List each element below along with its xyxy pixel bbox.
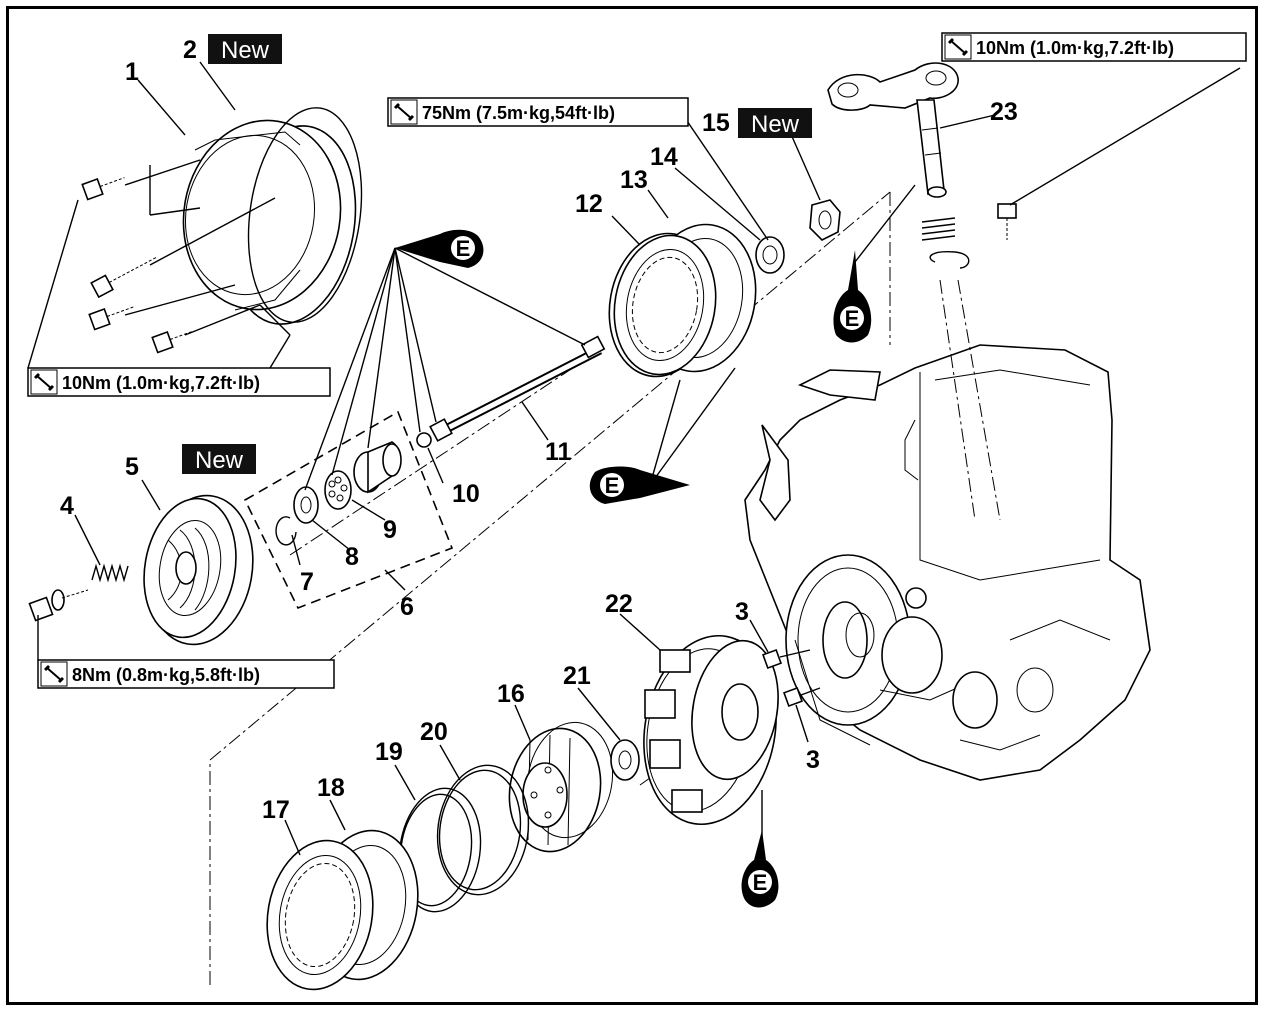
bearing	[324, 470, 352, 510]
clutch-spring	[91, 563, 129, 583]
new-badge-text-2: New	[221, 37, 270, 64]
label-5: 5	[125, 453, 139, 481]
oil-letter-3: E	[845, 306, 860, 331]
torque-cover-text: 10Nm (1.0m·kg,7.2ft·lb)	[62, 373, 260, 393]
part-number-labels: 1 2 3 3 4 5 6 7 8 9 10 11 12 13 14 15 16…	[60, 36, 1018, 824]
torque-spec-nut: 75Nm (7.5m·kg,54ft·lb)	[387, 97, 689, 127]
push-rod-2	[429, 335, 606, 442]
torque-nut-text: 75Nm (7.5m·kg,54ft·lb)	[422, 103, 615, 123]
oil-letter-1: E	[456, 236, 471, 261]
label-23: 23	[990, 98, 1018, 126]
label-22: 22	[605, 590, 633, 618]
washer	[293, 486, 319, 524]
label-13: 13	[620, 166, 648, 194]
label-18: 18	[317, 774, 345, 802]
label-10: 10	[452, 480, 480, 508]
new-badge-circlip: New	[182, 444, 256, 474]
label-7: 7	[300, 568, 314, 596]
gasket	[247, 107, 363, 323]
label-6: 6	[400, 593, 414, 621]
clutch-boss	[508, 721, 614, 853]
clutch-boss-nut	[755, 236, 785, 274]
label-21: 21	[563, 662, 591, 690]
torque-spec-shaft: 10Nm (1.0m·kg,7.2ft·lb)	[941, 32, 1247, 62]
label-1: 1	[125, 58, 139, 86]
label-14: 14	[650, 143, 678, 171]
push-lever-shaft	[827, 62, 959, 198]
push-rod-assembly-box	[243, 410, 454, 610]
engine-crankcase	[744, 344, 1151, 781]
shaft-circlip	[929, 250, 970, 269]
oil-symbol-housing: E	[741, 830, 779, 908]
shaft-bolt	[997, 203, 1017, 240]
oil-symbol-pushrod: E	[395, 229, 484, 268]
new-badge-gasket: New	[208, 34, 282, 64]
new-badge-lockwasher: New	[738, 108, 812, 138]
clutch-housing	[643, 634, 779, 826]
label-2: 2	[183, 36, 197, 64]
oil-letter-2: E	[605, 473, 620, 498]
label-19: 19	[375, 738, 403, 766]
leader-lines	[74, 61, 996, 856]
label-12: 12	[575, 190, 603, 218]
oil-leaders	[304, 67, 1241, 842]
label-3b: 3	[806, 746, 820, 774]
label-17: 17	[262, 796, 290, 824]
lock-washer	[809, 199, 841, 241]
shaft-spring	[921, 217, 956, 241]
new-badge-text-15: New	[751, 111, 800, 138]
oil-letter-4: E	[753, 870, 768, 895]
cover-bolts	[81, 177, 193, 354]
oil-symbol-plates: E	[589, 466, 690, 504]
label-20: 20	[420, 718, 448, 746]
label-9: 9	[383, 516, 397, 544]
torque-shaft-text: 10Nm (1.0m·kg,7.2ft·lb)	[976, 38, 1174, 58]
washer-21	[610, 739, 640, 781]
label-8: 8	[345, 543, 359, 571]
label-15: 15	[702, 109, 730, 137]
plain-washer	[436, 764, 530, 896]
clutch-spring-bolt	[28, 589, 89, 660]
label-16: 16	[497, 680, 525, 708]
torque-spec-cover: 10Nm (1.0m·kg,7.2ft·lb)	[27, 367, 331, 397]
clutch-plates-lower	[266, 829, 419, 991]
label-11: 11	[545, 438, 572, 466]
new-badge-text-7: New	[195, 447, 244, 474]
pressure-plate	[143, 494, 254, 646]
friction-plate-13	[613, 223, 757, 376]
push-rod-1	[353, 441, 402, 494]
label-3a: 3	[735, 598, 749, 626]
ball	[416, 432, 432, 448]
torque-spec-spring-bolt: 8Nm (0.8m·kg,5.8ft·lb)	[37, 659, 335, 689]
torque-spring-text: 8Nm (0.8m·kg,5.8ft·lb)	[72, 665, 260, 685]
oil-symbol-shaft: E	[833, 250, 872, 343]
label-4: 4	[60, 492, 74, 520]
dowel-pins	[762, 649, 821, 707]
clutch-cover	[182, 119, 357, 325]
bolt-leaders	[27, 159, 291, 369]
